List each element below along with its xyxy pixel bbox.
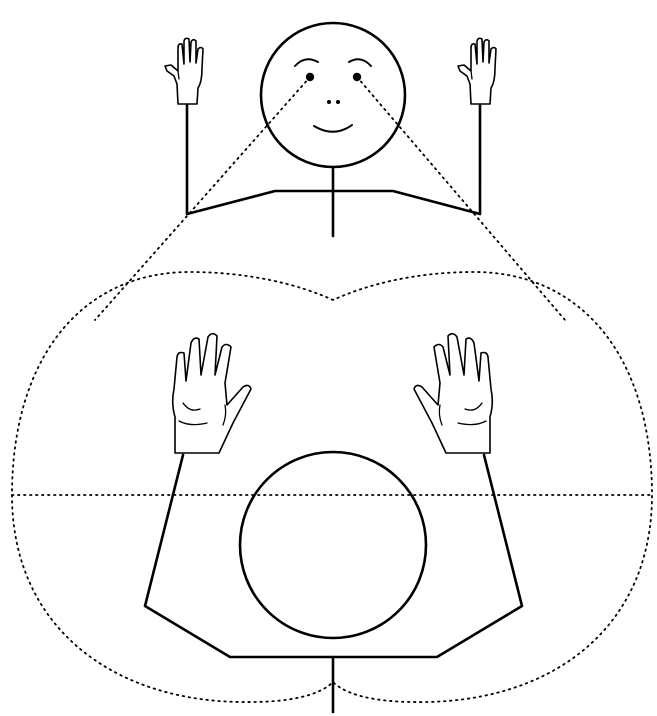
right-nostril <box>336 100 340 104</box>
raised-hand-icon <box>414 334 492 453</box>
mouth <box>314 125 352 132</box>
raised-hand-icon <box>458 38 496 104</box>
left-eyebrow <box>295 59 318 66</box>
head-top-view-icon <box>240 452 426 638</box>
front-view-figure <box>95 23 565 320</box>
front-head <box>261 23 405 167</box>
raised-hand-icon <box>165 38 203 104</box>
smiling-face-icon <box>295 59 371 131</box>
top-arms-and-shoulders <box>145 455 522 657</box>
right-eyebrow <box>349 59 371 66</box>
left-nostril <box>327 100 331 104</box>
right-line-of-sight <box>357 77 565 320</box>
top-view-figure <box>12 272 652 712</box>
raised-hand-icon <box>173 334 251 453</box>
